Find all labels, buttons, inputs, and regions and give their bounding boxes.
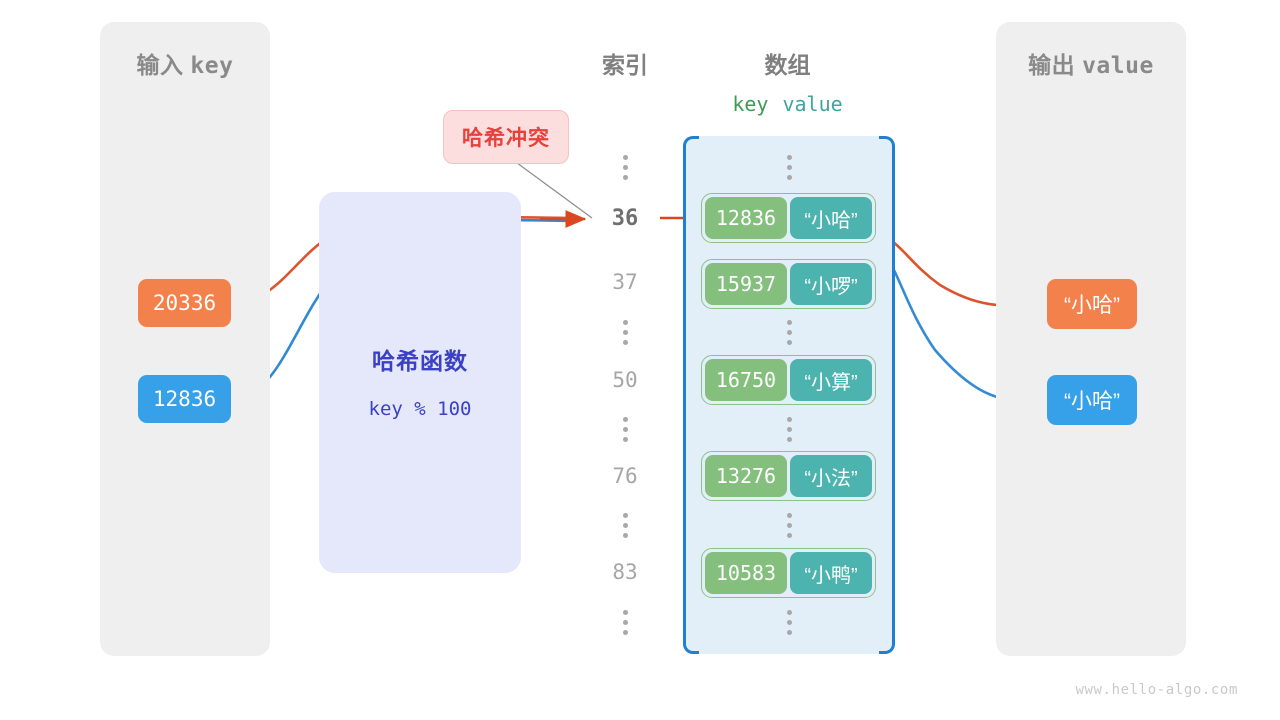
input-panel-title: 输入 key: [100, 46, 270, 80]
value-column-label: value: [782, 92, 843, 116]
bucket-key-3: 13276: [705, 455, 787, 497]
index-label-50: 50: [612, 368, 638, 392]
array-ellipsis-3: [780, 513, 798, 538]
bucket-value-1: “小啰”: [790, 263, 872, 305]
key-value-subheading: key value: [700, 92, 875, 116]
index-ellipsis-bottom: [616, 610, 634, 635]
bucket-key-4: 10583: [705, 552, 787, 594]
index-ellipsis-2: [616, 417, 634, 442]
site-watermark: www.hello-algo.com: [1075, 682, 1238, 698]
hash-function-text-group: 哈希函数 key % 100: [319, 342, 521, 420]
output-panel-title-mono: value: [1082, 53, 1154, 79]
index-label-36: 36: [611, 206, 639, 231]
index-ellipsis-1: [616, 320, 634, 345]
hash-function-title: 哈希函数: [372, 348, 468, 374]
bucket-row-0: 12836 “小哈”: [701, 193, 876, 243]
index-column-heading: 索引: [602, 52, 648, 78]
array-ellipsis-2: [780, 417, 798, 442]
bucket-key-0: 12836: [705, 197, 787, 239]
input-key-pill-1: 12836: [138, 375, 231, 423]
input-key-pill-0: 20336: [138, 279, 231, 327]
output-value-pill-0: “小哈”: [1047, 279, 1137, 329]
bucket-row-1: 15937 “小啰”: [701, 259, 876, 309]
bucket-value-0: “小哈”: [790, 197, 872, 239]
bucket-value-4: “小鸭”: [790, 552, 872, 594]
hash-collision-callout: 哈希冲突: [443, 110, 569, 164]
output-panel: 输出 value: [996, 22, 1186, 656]
bucket-key-1: 15937: [705, 263, 787, 305]
array-ellipsis-top: [780, 155, 798, 180]
bucket-row-2: 16750 “小算”: [701, 355, 876, 405]
output-panel-title: 输出 value: [996, 46, 1186, 80]
array-column-heading: 数组: [764, 52, 811, 78]
hash-function-expression: key % 100: [368, 398, 472, 420]
array-ellipsis-1: [780, 320, 798, 345]
key-column-label: key: [732, 92, 769, 116]
array-ellipsis-bottom: [780, 610, 798, 635]
index-label-83: 83: [612, 560, 638, 584]
bucket-row-4: 10583 “小鸭”: [701, 548, 876, 598]
output-value-pill-1: “小哈”: [1047, 375, 1137, 425]
input-panel-title-mono: key: [190, 53, 234, 79]
bucket-value-2: “小算”: [790, 359, 872, 401]
bucket-row-3: 13276 “小法”: [701, 451, 876, 501]
index-label-76: 76: [612, 464, 638, 488]
output-panel-title-cn: 输出: [1028, 52, 1076, 78]
index-ellipsis-top: [616, 155, 634, 180]
input-panel-title-cn: 输入: [136, 52, 184, 78]
hash-function-box: 哈希函数 key % 100: [319, 192, 521, 573]
input-panel: 输入 key: [100, 22, 270, 656]
index-label-37: 37: [612, 270, 638, 294]
bucket-value-3: “小法”: [790, 455, 872, 497]
bucket-key-2: 16750: [705, 359, 787, 401]
index-ellipsis-3: [616, 513, 634, 538]
